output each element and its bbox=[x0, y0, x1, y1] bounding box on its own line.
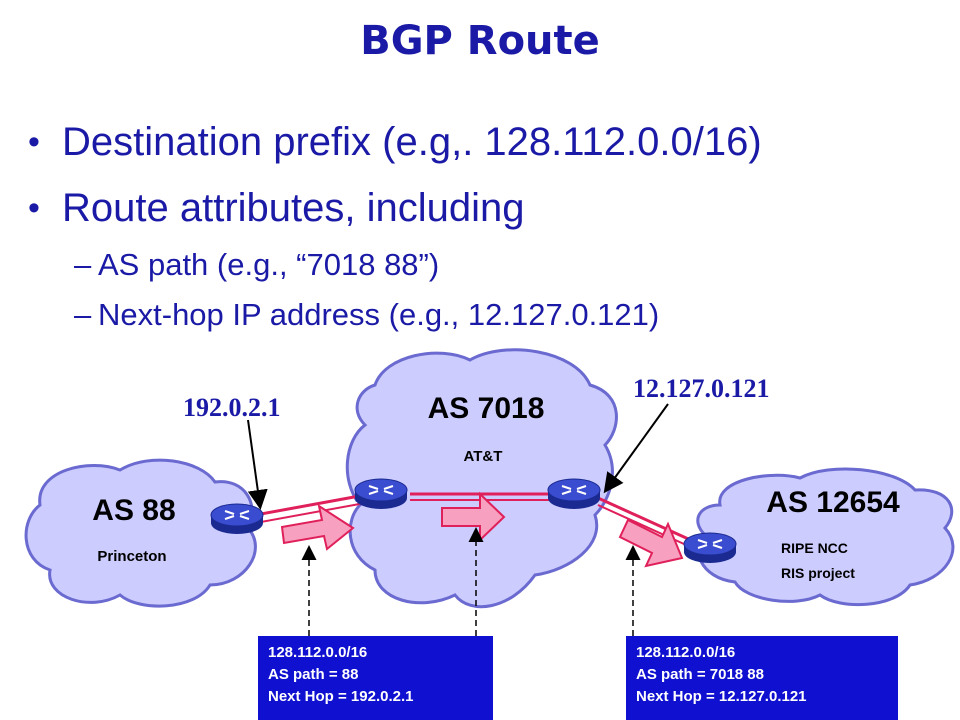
sub-bullet-dash: – bbox=[74, 247, 92, 282]
advertisement-arrow-icon bbox=[280, 503, 355, 551]
link-88-7018 bbox=[249, 493, 366, 525]
sub-bullet-dash: – bbox=[74, 297, 92, 332]
bullet-destination-prefix: • Destination prefix (e.g,. 128.112.0.0/… bbox=[28, 112, 928, 172]
bullet-dot: • bbox=[28, 123, 40, 161]
bullet-dot: • bbox=[28, 189, 40, 227]
route-info-box-right: 128.112.0.0/16 AS path = 7018 88 Next Ho… bbox=[626, 636, 898, 720]
as-7018-label: AS 7018 bbox=[428, 392, 545, 425]
router-icon bbox=[547, 478, 601, 509]
cloud-as-7018 bbox=[345, 348, 618, 609]
router-icon bbox=[210, 503, 264, 534]
bullet-route-attributes: • Route attributes, including bbox=[28, 178, 928, 238]
route-next-hop: Next Hop = 12.127.0.121 bbox=[636, 688, 807, 705]
route-next-hop: Next Hop = 192.0.2.1 bbox=[268, 688, 414, 705]
ip-label-left: 192.0.2.1 bbox=[183, 393, 281, 422]
as-12654-label: AS 12654 bbox=[766, 486, 900, 519]
as-88-org-label: Princeton bbox=[97, 548, 166, 565]
route-as-path: AS path = 7018 88 bbox=[636, 666, 764, 683]
advertisement-arrow-icon bbox=[441, 491, 506, 543]
router-icon bbox=[683, 532, 737, 563]
cloud-as-88 bbox=[24, 458, 257, 608]
router-icon bbox=[354, 478, 408, 509]
bullet-list: • Destination prefix (e.g,. 128.112.0.0/… bbox=[28, 112, 928, 338]
ip-label-right: 12.127.0.121 bbox=[633, 374, 770, 403]
as-12654-org-line1: RIPE NCC bbox=[781, 540, 848, 556]
sub-bullet-text: Next-hop IP address (e.g., 12.127.0.121) bbox=[98, 297, 660, 332]
as-88-label: AS 88 bbox=[92, 494, 175, 527]
sub-bullet-as-path: – AS path (e.g., “7018 88”) bbox=[28, 242, 928, 288]
slide-title: BGP Route bbox=[360, 18, 600, 64]
as-12654-org-line2: RIS project bbox=[781, 565, 855, 581]
route-info-box-left: 128.112.0.0/16 AS path = 88 Next Hop = 1… bbox=[258, 636, 493, 720]
link-7018-12654 bbox=[597, 496, 696, 550]
cloud-as-12654 bbox=[696, 467, 955, 607]
route-prefix: 128.112.0.0/16 bbox=[636, 644, 736, 661]
sub-bullet-next-hop: – Next-hop IP address (e.g., 12.127.0.12… bbox=[28, 292, 928, 338]
route-prefix: 128.112.0.0/16 bbox=[268, 644, 368, 661]
as-7018-org-label: AT&T bbox=[464, 448, 503, 465]
advertisement-arrow-icon bbox=[618, 518, 684, 568]
bullet-text: Destination prefix (e.g,. 128.112.0.0/16… bbox=[62, 120, 762, 164]
ip-pointer-arrow bbox=[247, 419, 268, 510]
ip-pointer-arrow bbox=[603, 403, 669, 494]
bullet-text: Route attributes, including bbox=[62, 186, 525, 230]
sub-bullet-text: AS path (e.g., “7018 88”) bbox=[98, 247, 440, 282]
route-as-path: AS path = 88 bbox=[268, 666, 359, 683]
